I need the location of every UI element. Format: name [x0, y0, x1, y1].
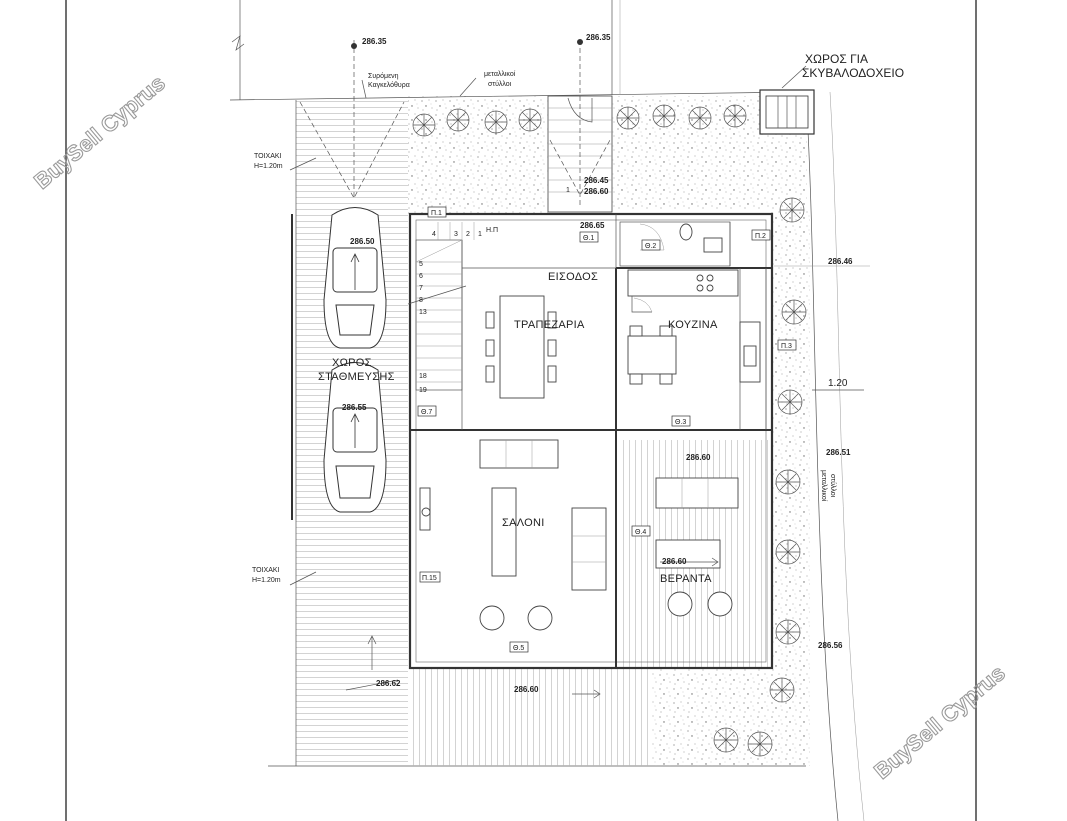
watermark-text: BuySell Cyprus — [29, 70, 170, 194]
shrubs — [412, 104, 807, 757]
tag-t4: Θ.4 — [635, 529, 646, 536]
metal-posts-label-2: στύλλοι — [488, 80, 512, 88]
stair-number: 2 — [466, 231, 470, 238]
dining-label: ΤΡΑΠΕΖΑΡΙΑ — [514, 319, 585, 331]
stair-number: 4 — [432, 231, 436, 238]
bin-area-label-2: ΣΚΥΒΑΛΟΔΟΧΕΙΟ — [802, 66, 904, 80]
veranda-label: ΒΕΡΑΝΤΑ — [660, 573, 712, 585]
watermark-text: BuySell Cyprus — [869, 660, 1010, 784]
tag-p2: Π.2 — [755, 233, 766, 240]
tag-p1: Π.1 — [431, 210, 442, 217]
tag-t5: Θ.5 — [513, 645, 524, 652]
sheet-border — [65, 0, 977, 821]
wall-label-top-1: ΤΟΙΧΑΚΙ — [254, 153, 282, 160]
bin-enclosure — [759, 65, 815, 135]
living-label: ΣΑΛΟΝΙ — [502, 517, 545, 529]
sliding-gate — [299, 40, 405, 200]
hp-label: Η.Π — [486, 227, 498, 234]
stair-number: 7 — [419, 285, 423, 292]
elevation-car-2: 286.55 — [342, 403, 367, 412]
stair-number-outside: 1 — [566, 187, 570, 194]
stair-number: 19 — [419, 387, 427, 394]
wall-label-bottom-2: Η=1.20m — [252, 577, 281, 584]
dining-table — [485, 295, 557, 399]
stair-number: 6 — [419, 273, 423, 280]
elevation-entry: 286.65 — [580, 221, 605, 230]
elevation-stairs-top: 286.45 — [584, 176, 609, 185]
outdoor-stairs — [547, 39, 613, 213]
elevation-car-1: 286.50 — [350, 237, 375, 246]
tag-t7: Θ.7 — [421, 409, 432, 416]
stair-number: 13 — [419, 309, 427, 316]
car-1 — [323, 207, 387, 349]
stair-number: 8 — [419, 297, 423, 304]
elevation-top-right: 286.35 — [586, 33, 611, 42]
tag-t2: Θ.2 — [645, 243, 656, 250]
stair-number: 5 — [419, 261, 423, 268]
elevation-bottom-left: 286.62 — [376, 679, 401, 688]
stair-number: 3 — [454, 231, 458, 238]
car-2 — [323, 362, 387, 513]
sliding-gate-label-1: Συρόμενη — [368, 72, 399, 80]
bin-area-label-1: ΧΩΡΟΣ ΓΙΑ — [805, 52, 868, 66]
elevation-stairs-mid: 286.60 — [584, 187, 609, 196]
annotations-lines — [289, 77, 870, 699]
metal-posts-right-label-2: στύλλοι — [829, 474, 837, 498]
entrance-label: ΕΙΣΟΔΟΣ — [548, 271, 598, 283]
tag-t3: Θ.3 — [675, 419, 686, 426]
elevation-right-mid: 286.51 — [826, 448, 851, 457]
wall-label-bottom-1: ΤΟΙΧΑΚΙ — [252, 567, 280, 574]
wc-fixtures — [639, 223, 723, 253]
elevation-right-top: 286.46 — [828, 257, 853, 266]
text-labels: ΧΩΡΟΣ ΓΙΑ ΣΚΥΒΑΛΟΔΟΧΕΙΟ Συρόμενη Καγκελό… — [252, 52, 904, 585]
interior-stair — [407, 222, 475, 391]
side-dimension-label: 1.20 — [828, 378, 848, 389]
parking-label-1: ΧΩΡΟΣ — [332, 357, 372, 369]
stair-number: 18 — [419, 373, 427, 380]
metal-posts-right-label-1: μεταλλικοί — [820, 470, 828, 502]
element-tags: Π.1 Π.2 Π.3 Π.15 Θ.1 Θ.2 Θ.3 Θ.4 Θ.5 Θ.7 — [417, 206, 797, 653]
elevation-veranda-table: 286.60 — [662, 557, 687, 566]
tag-p3: Π.3 — [781, 343, 792, 350]
elevation-top-left: 286.35 — [362, 37, 387, 46]
garden-gravel-areas — [408, 96, 810, 766]
elevation-bottom-center: 286.60 — [514, 685, 539, 694]
sliding-gate-label-2: Καγκελόθυρα — [368, 81, 410, 89]
tag-t1: Θ.1 — [583, 235, 594, 242]
elevation-veranda: 286.60 — [686, 453, 711, 462]
stair-step-numbers: 4 3 2 1 5 6 7 8 13 18 19 1 — [419, 187, 570, 394]
elevation-markers: 286.35 286.35 286.45 286.60 286.65 286.5… — [342, 33, 853, 694]
kitchen-units — [627, 269, 761, 385]
wall-label-top-2: Η=1.20m — [254, 163, 283, 170]
kitchen-label: ΚΟΥΖΙΝΑ — [668, 319, 718, 331]
watermark-bottom-right: BuySell Cyprus — [869, 660, 1011, 785]
veranda-furniture — [655, 477, 739, 617]
parking-label-2: ΣΤΑΘΜΕΥΣΗΣ — [318, 371, 395, 383]
stair-number: 1 — [478, 231, 482, 238]
tag-p15: Π.15 — [422, 575, 437, 582]
elevation-right-bottom: 286.56 — [818, 641, 843, 650]
metal-posts-label-1: μεταλλικοί — [484, 70, 516, 78]
living-furniture — [419, 439, 607, 631]
watermark-top-left: BuySell Cyprus — [29, 70, 171, 195]
